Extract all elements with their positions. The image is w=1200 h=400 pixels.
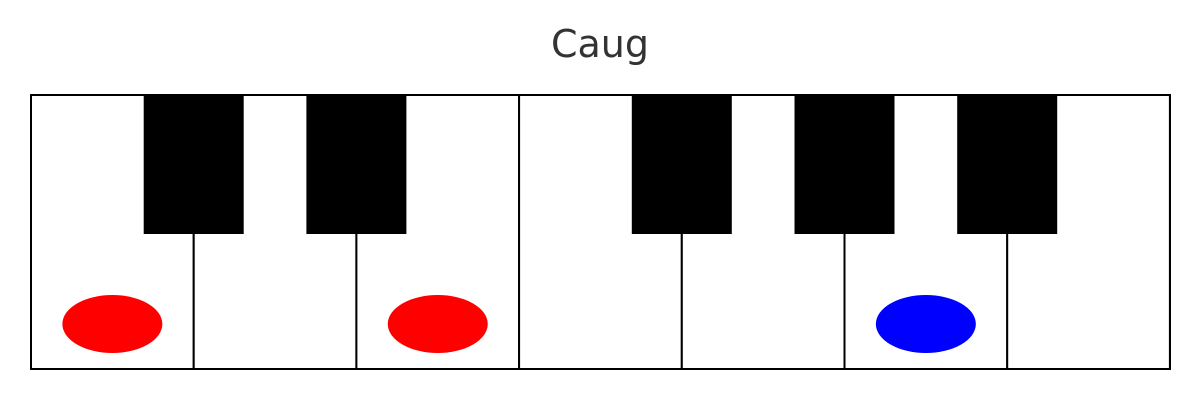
- black-key-g-sharp: [794, 95, 895, 234]
- keyboard-frame: [30, 94, 1171, 370]
- black-key-f-sharp: [631, 95, 732, 234]
- note-marker-e: [387, 295, 488, 353]
- chord-title: Caug: [550, 22, 650, 66]
- black-key-a-sharp: [957, 95, 1058, 234]
- black-key-c-sharp: [143, 95, 244, 234]
- note-marker-c: [62, 295, 163, 353]
- note-marker-a: [875, 295, 976, 353]
- black-key-d-sharp: [306, 95, 407, 234]
